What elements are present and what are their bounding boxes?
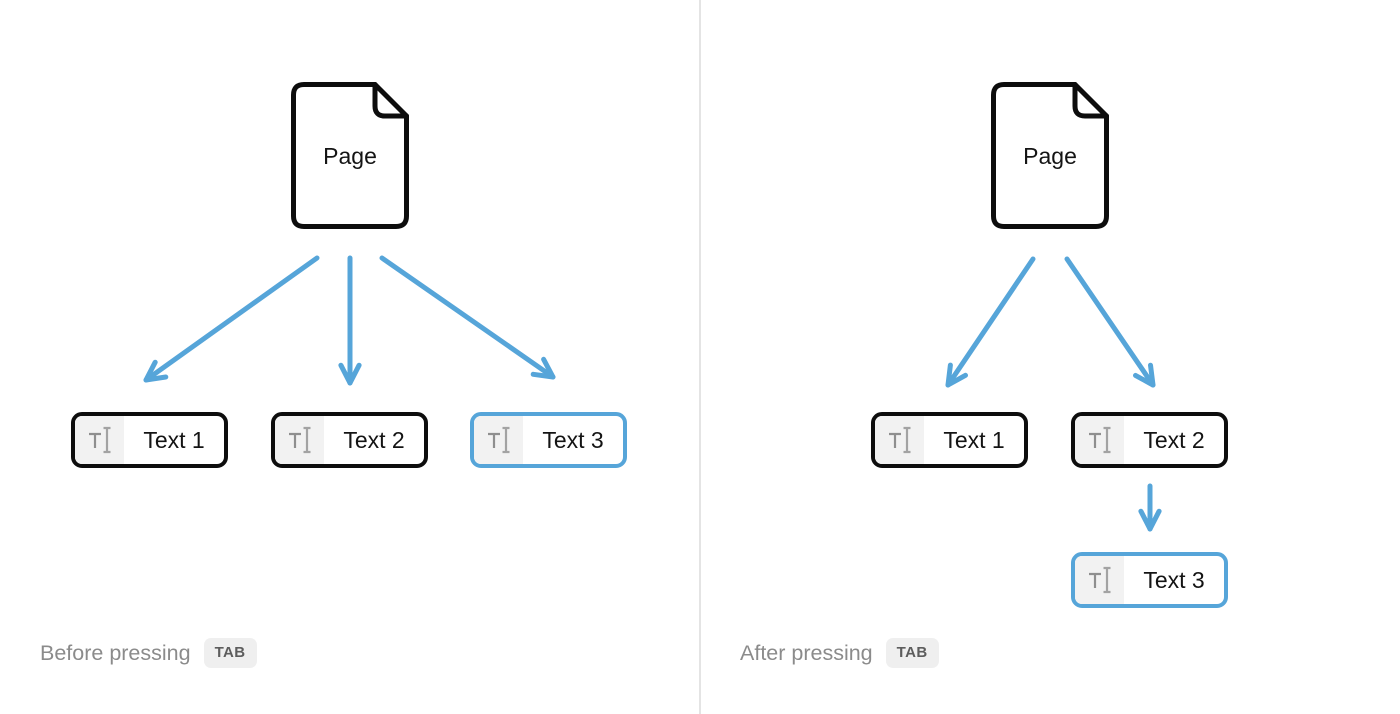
arrow-page-to-text2-before — [338, 255, 362, 386]
block-text-1-after: Text 1 — [871, 412, 1028, 468]
document-icon — [291, 82, 409, 229]
tab-key-badge: TAB — [203, 638, 257, 668]
block-icon-cell — [875, 416, 924, 464]
page-icon: Page — [291, 82, 409, 229]
arrow-text2-to-text3-after — [1138, 483, 1162, 532]
page-label: Page — [323, 143, 377, 169]
block-icon-cell — [474, 416, 523, 464]
block-label: Text 1 — [943, 426, 1005, 453]
caption-before: Before pressing TAB — [40, 638, 257, 668]
folded-corner-icon — [1072, 82, 1109, 119]
block-text-3-after-selected: Text 3 — [1071, 552, 1228, 608]
arrow-page-to-text3-before — [379, 255, 556, 380]
block-label: Text 2 — [343, 426, 405, 453]
document-icon — [991, 82, 1109, 229]
text-cursor-icon — [888, 426, 910, 454]
text-cursor-icon — [88, 426, 110, 454]
block-icon-cell — [1075, 416, 1124, 464]
block-text-2-after: Text 2 — [1071, 412, 1228, 468]
page-icon: Page — [991, 82, 1109, 229]
block-icon-cell — [1075, 556, 1124, 604]
block-icon-cell — [75, 416, 124, 464]
block-label: Text 2 — [1143, 426, 1205, 453]
caption-text: Before pressing — [40, 640, 191, 665]
text-cursor-icon — [1088, 566, 1110, 594]
block-label: Text 1 — [143, 426, 205, 453]
arrow-page-to-text1-before — [143, 255, 320, 383]
block-label: Text 3 — [1143, 566, 1205, 593]
panel-divider — [699, 0, 701, 714]
block-text-1-before: Text 1 — [71, 412, 228, 468]
page-label: Page — [1023, 143, 1077, 169]
folded-corner-icon — [372, 82, 409, 119]
arrow-page-to-text1-after — [945, 256, 1036, 388]
block-label: Text 3 — [542, 426, 604, 453]
tab-key-badge: TAB — [885, 638, 939, 668]
text-cursor-icon — [288, 426, 310, 454]
caption-text: After pressing — [740, 640, 873, 665]
text-cursor-icon — [487, 426, 509, 454]
block-text-3-before-selected: Text 3 — [470, 412, 627, 468]
arrow-page-to-text2-after — [1064, 256, 1156, 388]
text-cursor-icon — [1088, 426, 1110, 454]
block-text-2-before: Text 2 — [271, 412, 428, 468]
block-icon-cell — [275, 416, 324, 464]
caption-after: After pressing TAB — [740, 638, 939, 668]
